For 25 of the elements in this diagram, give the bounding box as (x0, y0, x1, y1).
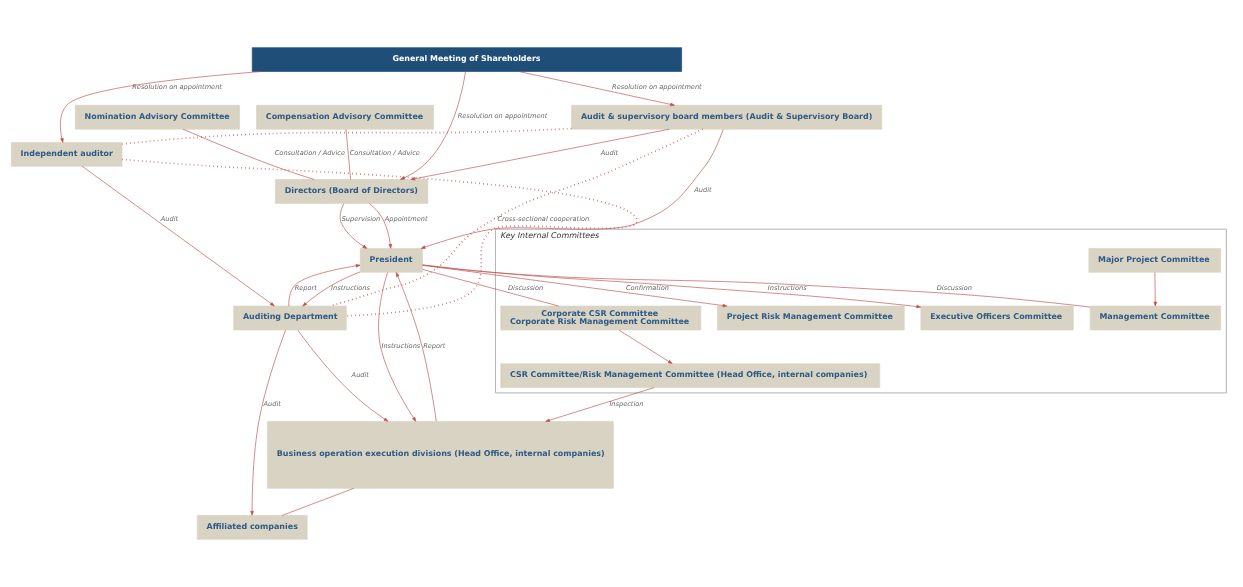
arrow (618, 329, 673, 364)
connector (182, 128, 315, 180)
connector (121, 158, 638, 317)
connector (422, 269, 560, 307)
arrow (368, 203, 392, 249)
arrow (302, 271, 361, 307)
arrow (297, 329, 389, 422)
arrow (545, 387, 655, 422)
arrow (339, 203, 368, 249)
arrow (518, 71, 675, 107)
connector (422, 264, 1091, 308)
connector (345, 128, 351, 180)
arrow (378, 272, 417, 422)
arrow (60, 71, 262, 143)
arrow (288, 264, 361, 307)
arrow (400, 71, 466, 180)
arrow (1153, 272, 1157, 307)
connector (281, 488, 355, 516)
arrow (250, 329, 286, 516)
arrow (81, 165, 275, 307)
arrow (420, 128, 724, 249)
arrow (422, 264, 922, 309)
arrow (395, 272, 437, 422)
arrow (410, 128, 670, 181)
arrow (422, 264, 728, 308)
